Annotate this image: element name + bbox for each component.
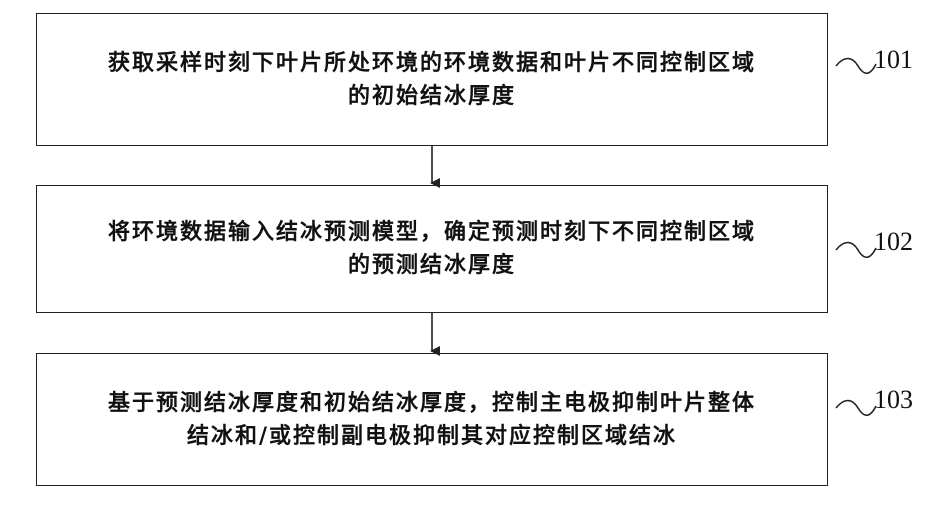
step-box-101: 获取采样时刻下叶片所处环境的环境数据和叶片不同控制区域 的初始结冰厚度 [36,13,828,146]
step-label-102: 102 [874,227,913,257]
leader-102 [836,243,876,258]
step-label-101: 101 [874,45,913,75]
leader-103 [836,401,876,416]
step-box-102: 将环境数据输入结冰预测模型，确定预测时刻下不同控制区域 的预测结冰厚度 [36,185,828,313]
leader-101 [836,59,876,74]
step-text-102-line2: 的预测结冰厚度 [108,249,756,282]
step-text-103: 基于预测结冰厚度和初始结冰厚度，控制主电极抑制叶片整体 结冰和/或控制副电极抑制… [102,387,762,453]
step-text-102: 将环境数据输入结冰预测模型，确定预测时刻下不同控制区域 的预测结冰厚度 [102,216,762,282]
step-label-103: 103 [874,385,913,415]
step-text-101: 获取采样时刻下叶片所处环境的环境数据和叶片不同控制区域 的初始结冰厚度 [102,47,762,113]
step-text-103-line2: 结冰和/或控制副电极抑制其对应控制区域结冰 [108,420,756,453]
step-box-103: 基于预测结冰厚度和初始结冰厚度，控制主电极抑制叶片整体 结冰和/或控制副电极抑制… [36,353,828,486]
step-text-101-line2: 的初始结冰厚度 [108,80,756,113]
step-text-103-line1: 基于预测结冰厚度和初始结冰厚度，控制主电极抑制叶片整体 [108,387,756,420]
step-text-102-line1: 将环境数据输入结冰预测模型，确定预测时刻下不同控制区域 [108,216,756,249]
step-text-101-line1: 获取采样时刻下叶片所处环境的环境数据和叶片不同控制区域 [108,47,756,80]
